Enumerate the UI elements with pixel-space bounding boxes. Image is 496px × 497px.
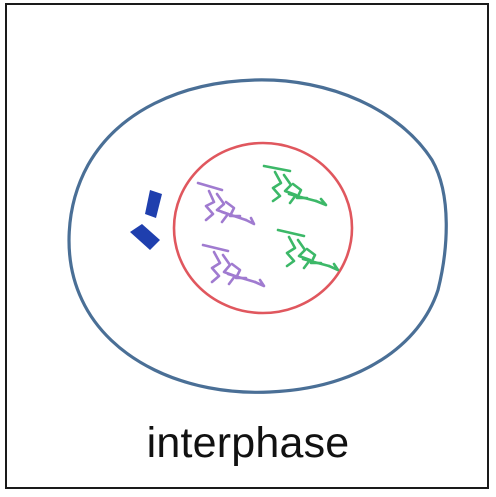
- diagram-frame: [5, 3, 489, 489]
- nuclear-envelope: [172, 141, 354, 315]
- chromosome-icon: [201, 243, 266, 288]
- centrosome-icon: [130, 190, 162, 250]
- diagram-caption: interphase: [146, 419, 350, 467]
- cell-membrane: [67, 78, 448, 394]
- chromosome-icon: [276, 228, 340, 272]
- chromosome-icon: [262, 164, 328, 207]
- chromosome-icon: [196, 181, 256, 226]
